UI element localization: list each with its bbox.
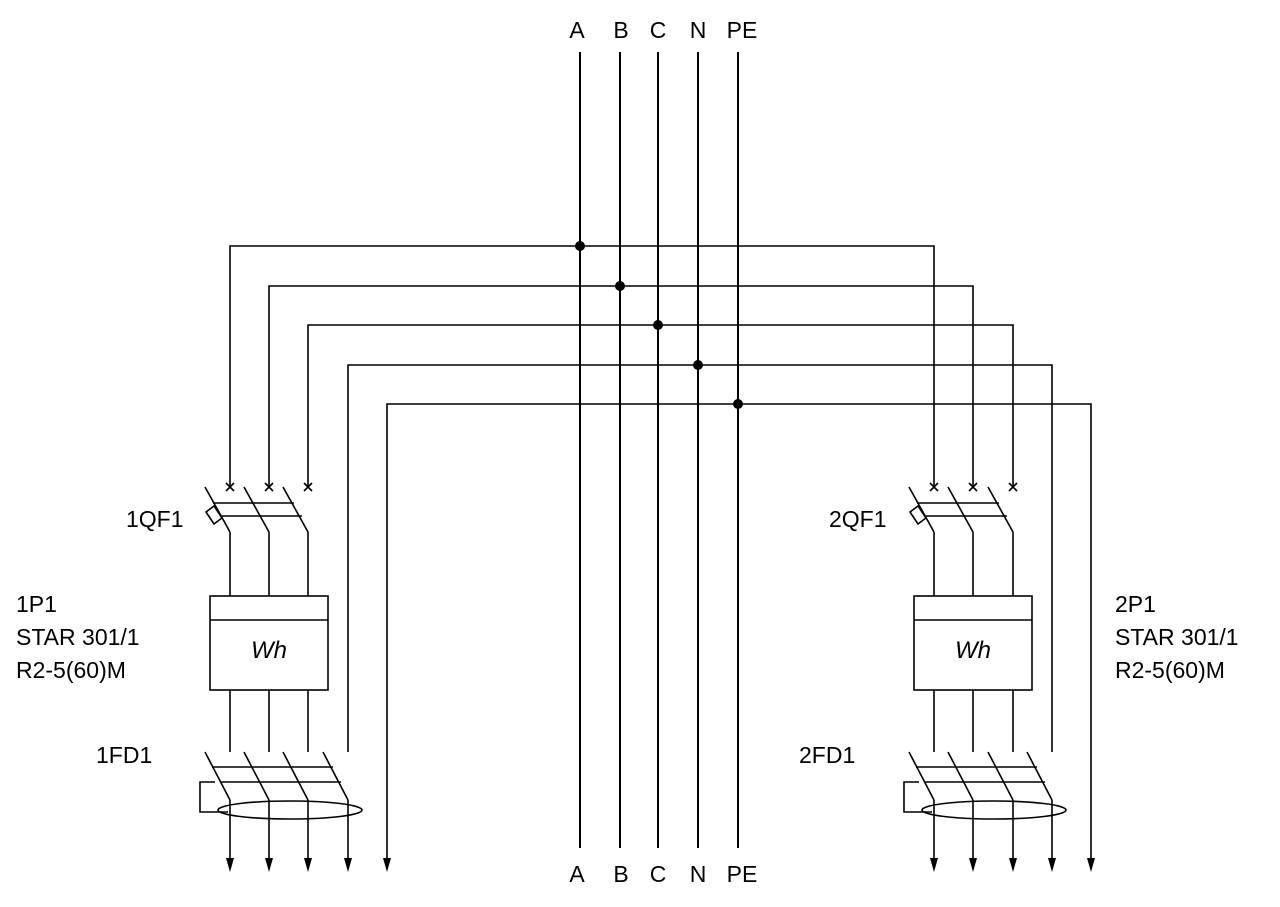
- busbars: [579, 52, 739, 848]
- junctions: [575, 241, 743, 409]
- meter-label-name: 1P1: [16, 591, 57, 617]
- breaker-contact-x-icon: [929, 482, 939, 492]
- rcd-blade: [947, 751, 974, 801]
- meter-label-model: STAR 301/1: [1115, 624, 1239, 650]
- rcd-blade: [204, 751, 231, 801]
- breaker-blade: [947, 486, 974, 533]
- feeder-n: [347, 364, 1053, 752]
- arrow-down-icon: [1087, 858, 1095, 872]
- rcd-2fd1-symbol: [903, 751, 1067, 858]
- meter-symbol-wh: Wh: [251, 637, 287, 664]
- meter-2p1: Wh: [913, 595, 1033, 752]
- rcd-toroid-icon: [217, 800, 363, 820]
- left-output-arrows: [226, 858, 391, 872]
- breaker-release-icon: [204, 504, 224, 526]
- arrow-down-icon: [1048, 858, 1056, 872]
- rcd-trip-bracket: [199, 781, 228, 813]
- bus-label-bottom-pe: PE: [727, 861, 758, 887]
- rcd-label-1fd1: 1FD1: [96, 742, 152, 768]
- right-unit: 2QF1 Wh 2P1 STAR 301/1 R2-5(60)M: [799, 482, 1239, 872]
- junction-dot-n: [693, 360, 703, 370]
- arrow-down-icon: [344, 858, 352, 872]
- junction-dot-a: [575, 241, 585, 251]
- arrow-down-icon: [969, 858, 977, 872]
- breaker-contact-x-icon: [225, 482, 235, 492]
- left-unit: 1QF1 Wh 1P1 STAR 301/1 R2-5(60)M: [16, 482, 391, 872]
- arrow-down-icon: [304, 858, 312, 872]
- rcd-blade: [1026, 751, 1053, 801]
- junction-dot-pe: [733, 399, 743, 409]
- bus-labels-bottom: A B C N PE: [569, 861, 757, 887]
- breaker-blade: [282, 486, 309, 533]
- breaker-contact-x-icon: [1008, 482, 1018, 492]
- arrow-down-icon: [930, 858, 938, 872]
- breaker-blade: [987, 486, 1014, 533]
- breaker-1qf1-symbol: [204, 482, 313, 596]
- rcd-blade: [908, 751, 935, 801]
- arrow-down-icon: [226, 858, 234, 872]
- breaker-2qf1-symbol: [908, 482, 1018, 596]
- meter-symbol-wh: Wh: [955, 637, 991, 664]
- arrow-down-icon: [1009, 858, 1017, 872]
- bus-label-top-c: C: [650, 17, 667, 43]
- arrow-down-icon: [265, 858, 273, 872]
- junction-dot-c: [653, 320, 663, 330]
- breaker-label-2qf1: 2QF1: [829, 506, 887, 532]
- rcd-trip-bracket: [903, 781, 932, 813]
- rcd-blade: [282, 751, 309, 801]
- bus-label-bottom-n: N: [690, 861, 707, 887]
- rcd-blade: [987, 751, 1014, 801]
- bus-label-top-n: N: [690, 17, 707, 43]
- bus-labels-top: A B C N PE: [569, 17, 757, 43]
- junction-dot-b: [615, 281, 625, 291]
- bus-label-bottom-c: C: [650, 861, 667, 887]
- meter-label-name: 2P1: [1115, 591, 1156, 617]
- bus-label-top-pe: PE: [727, 17, 758, 43]
- feeder-a: [229, 245, 935, 486]
- rcd-blade: [243, 751, 270, 801]
- breaker-blade: [243, 486, 270, 533]
- bus-label-top-b: B: [613, 17, 628, 43]
- bus-label-top-a: A: [569, 17, 585, 43]
- breaker-blade: [204, 486, 231, 533]
- breaker-contact-x-icon: [264, 482, 274, 492]
- rcd-label-2fd1: 2FD1: [799, 742, 855, 768]
- rcd-1fd1-symbol: [199, 751, 363, 858]
- rcd-blade: [322, 751, 349, 801]
- feeder-c: [307, 324, 1014, 486]
- rcd-toroid-icon: [921, 800, 1067, 820]
- meter-label-rating: R2-5(60)M: [1115, 657, 1225, 683]
- arrow-down-icon: [383, 858, 391, 872]
- right-output-arrows: [930, 858, 1095, 872]
- breaker-contact-x-icon: [303, 482, 313, 492]
- breaker-label-1qf1: 1QF1: [126, 506, 184, 532]
- meter-label-rating: R2-5(60)M: [16, 657, 126, 683]
- breaker-blade: [908, 486, 935, 533]
- breaker-release-icon: [908, 504, 928, 526]
- meter-1p1: Wh: [209, 595, 329, 752]
- meter-label-model: STAR 301/1: [16, 624, 140, 650]
- bus-label-bottom-b: B: [613, 861, 628, 887]
- breaker-contact-x-icon: [968, 482, 978, 492]
- bus-label-bottom-a: A: [569, 861, 585, 887]
